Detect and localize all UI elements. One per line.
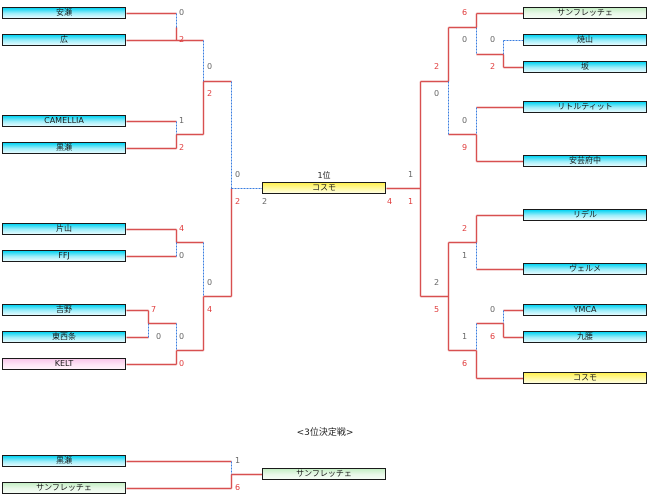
score: 2: [434, 62, 440, 71]
score: 6: [462, 359, 468, 368]
team-box-right[interactable]: 安芸府中: [523, 155, 647, 167]
score: 2: [462, 224, 468, 233]
team-box-left[interactable]: 黒瀬: [2, 142, 126, 154]
score: 0: [207, 62, 213, 71]
team-box-left[interactable]: 吉野: [2, 304, 126, 316]
score: 2: [179, 35, 185, 44]
team-box-right[interactable]: リデル: [523, 209, 647, 221]
score: 0: [490, 305, 496, 314]
third-place-winner-box[interactable]: サンフレッチェ: [262, 468, 386, 480]
score: 2: [235, 197, 241, 206]
final-right-score: 4: [387, 197, 393, 206]
score: 6: [490, 332, 496, 341]
score: 0: [462, 116, 468, 125]
score: 2: [179, 143, 185, 152]
team-box-right[interactable]: リトルティット: [523, 101, 647, 113]
team-box-right[interactable]: ヴェルメ: [523, 263, 647, 275]
score: 9: [462, 143, 468, 152]
score: 4: [179, 224, 185, 233]
team-box-right[interactable]: 坂: [523, 61, 647, 73]
team-box-right[interactable]: サンフレッチェ: [523, 7, 647, 19]
final-rank-label: 1位: [317, 171, 331, 180]
score: 5: [434, 305, 440, 314]
team-box-left[interactable]: 東西条: [2, 331, 126, 343]
score: 0: [156, 332, 162, 341]
third-place-team[interactable]: 黒瀬: [2, 455, 126, 467]
champion-box[interactable]: コスモ: [262, 182, 386, 194]
score: 0: [179, 332, 185, 341]
team-box-right[interactable]: 九腰: [523, 331, 647, 343]
score: 1: [462, 332, 468, 341]
final-left-score: 2: [262, 197, 268, 206]
third-place-score: 1: [235, 456, 241, 465]
team-box-left[interactable]: CAMELLIA: [2, 115, 126, 127]
score: 0: [179, 251, 185, 260]
score: 0: [207, 278, 213, 287]
third-place-team[interactable]: サンフレッチェ: [2, 482, 126, 494]
third-place-score: 6: [235, 483, 241, 492]
score: 7: [151, 305, 157, 314]
score: 0: [490, 35, 496, 44]
score: 1: [179, 116, 185, 125]
team-box-left[interactable]: 安瀬: [2, 7, 126, 19]
team-box-right[interactable]: YMCA: [523, 304, 647, 316]
team-box-left[interactable]: 広: [2, 34, 126, 46]
team-box-left[interactable]: 片山: [2, 223, 126, 235]
score: 0: [434, 89, 440, 98]
score: 0: [235, 170, 241, 179]
score: 1: [408, 197, 414, 206]
team-box-right[interactable]: 焼山: [523, 34, 647, 46]
score: 2: [490, 62, 496, 71]
score: 6: [462, 8, 468, 17]
score: 2: [207, 89, 213, 98]
score: 1: [462, 251, 468, 260]
score: 0: [179, 8, 185, 17]
score: 0: [462, 35, 468, 44]
team-box-left[interactable]: FFJ: [2, 250, 126, 262]
score: 0: [179, 359, 185, 368]
team-box-left[interactable]: KELT: [2, 358, 126, 370]
team-box-right[interactable]: コスモ: [523, 372, 647, 384]
third-place-title: <3位決定戦>: [296, 428, 354, 438]
score: 1: [408, 170, 414, 179]
score: 4: [207, 305, 213, 314]
score: 2: [434, 278, 440, 287]
